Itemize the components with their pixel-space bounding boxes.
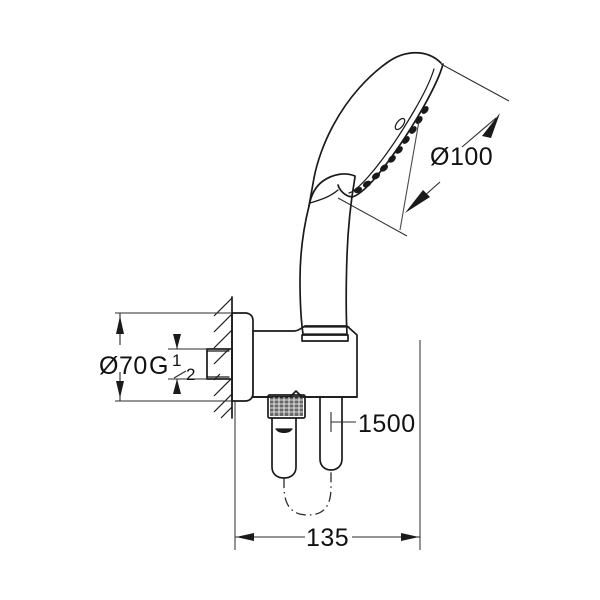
air-intake-slot: [394, 117, 406, 131]
dim135-arrow-left: [236, 533, 254, 541]
dimg12-arrow-bottom: [173, 379, 181, 394]
shower-head-outline: [308, 51, 442, 207]
dim100-ext-lower: [337, 197, 408, 237]
handle-right-edge: [345, 176, 356, 335]
dim70-arrow-top: [116, 316, 124, 334]
dimension-head-diameter: Ø100: [337, 63, 510, 237]
head-handle-transition: [309, 189, 339, 204]
hose-end-right-group: [319, 396, 343, 471]
dim100-arrow-upper: [482, 113, 500, 138]
hose-loop-schematic: [283, 470, 332, 516]
dimg12-arrow-top: [173, 334, 181, 349]
dim100-centre-line: [399, 120, 420, 231]
spray-face-rim: [351, 63, 444, 198]
dim100-ext-upper: [440, 63, 510, 102]
hose-right-tube: [319, 396, 343, 471]
knurled-nut-texture: [270, 397, 303, 416]
knurl-pattern: [270, 397, 303, 416]
dim135-label: 135: [306, 524, 349, 552]
escutcheon-plate: [231, 312, 254, 402]
holder-bracket-group: [252, 325, 358, 398]
spray-nozzles: [353, 106, 429, 194]
dimension-thread-size: G 1 2: [149, 334, 232, 394]
knurled-nut-outline: [267, 394, 306, 419]
dim100-label: Ø100: [430, 143, 493, 171]
shower-head-back-edge: [308, 173, 356, 207]
dimension-wall-plate-diameter: Ø70: [99, 312, 232, 402]
dimg12-fraction-bar: [173, 370, 187, 379]
wall-union-group: [206, 312, 254, 402]
dimg12-label-g: G: [149, 352, 169, 380]
dimension-projection: 135: [234, 340, 421, 552]
handle-bottom-ring: [301, 334, 349, 342]
shower-handle-group: [299, 176, 356, 342]
dim70-label: Ø70: [99, 352, 148, 380]
dim100-line-upper: [461, 117, 497, 148]
spray-face-inner-line: [348, 68, 435, 194]
spray-face-end-cap: [337, 184, 353, 198]
bracket-body-outline: [252, 325, 358, 398]
wall-group: [213, 296, 233, 419]
dimg12-denominator: 2: [186, 365, 195, 384]
wall-hatching: [213, 297, 233, 419]
dimg12-numerator: 1: [172, 351, 181, 370]
hose-left-tube: [271, 417, 297, 479]
handle-left-edge: [299, 205, 310, 335]
shower-head-group: [308, 51, 444, 207]
hose-connector-group: [267, 394, 306, 419]
dim1500-label: 1500: [358, 410, 416, 438]
hose-end-left-group: [271, 417, 297, 479]
dimension-hose-length: 1500: [330, 410, 416, 438]
dim100-arrow-lower: [405, 190, 430, 213]
thread-nipple-inner: [206, 350, 230, 378]
dim70-arrow-bottom: [116, 381, 124, 398]
dim135-arrow-right: [401, 533, 419, 541]
